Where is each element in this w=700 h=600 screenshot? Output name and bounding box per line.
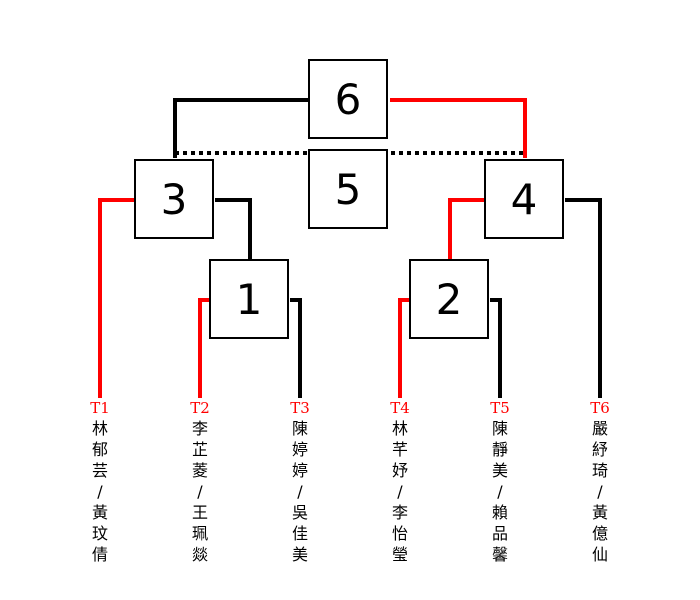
team-id: T5 (490, 399, 510, 417)
match-4-box: 4 (484, 159, 564, 239)
team-t2: T2 李 芷 菱 / 王 珮 燚 (180, 398, 220, 565)
final-left-connector (173, 98, 310, 158)
match-3-box: 3 (134, 159, 214, 239)
team-t5: T5 陳 靜 美 / 賴 品 馨 (480, 398, 520, 565)
m3-right-branch (215, 198, 252, 260)
m1-left-branch (198, 298, 210, 398)
team-t6: T6 嚴 紓 琦 / 黃 億 仙 (580, 398, 620, 565)
m1-right-branch (290, 298, 302, 398)
m4-right-branch (565, 198, 602, 398)
final-right-connector (390, 98, 527, 158)
match-1-box: 1 (209, 259, 289, 339)
team-id: T3 (290, 399, 310, 417)
team-id: T4 (390, 399, 410, 417)
team-players: 李 芷 菱 / 王 珮 燚 (191, 419, 208, 564)
m4-left-branch (448, 198, 485, 260)
match-2-box: 2 (409, 259, 489, 339)
team-t1: T1 林 郁 芸 / 黃 玟 倩 (80, 398, 120, 565)
team-players: 嚴 紓 琦 / 黃 億 仙 (591, 419, 608, 564)
team-id: T2 (190, 399, 210, 417)
team-t4: T4 林 芊 妤 / 李 怡 瑩 (380, 398, 420, 565)
team-t3: T3 陳 婷 婷 / 吳 佳 美 (280, 398, 320, 565)
m2-right-branch (490, 298, 502, 398)
team-id: T6 (590, 399, 610, 417)
m2-left-branch (398, 298, 410, 398)
team-players: 林 郁 芸 / 黃 玟 倩 (91, 419, 108, 564)
team-players: 陳 婷 婷 / 吳 佳 美 (291, 419, 308, 564)
team-players: 陳 靜 美 / 賴 品 馨 (491, 419, 508, 564)
match-6-box: 6 (308, 59, 388, 139)
m3-left-branch (98, 198, 135, 398)
team-players: 林 芊 妤 / 李 怡 瑩 (391, 419, 408, 564)
team-id: T1 (90, 399, 110, 417)
match-5-box: 5 (308, 149, 388, 229)
